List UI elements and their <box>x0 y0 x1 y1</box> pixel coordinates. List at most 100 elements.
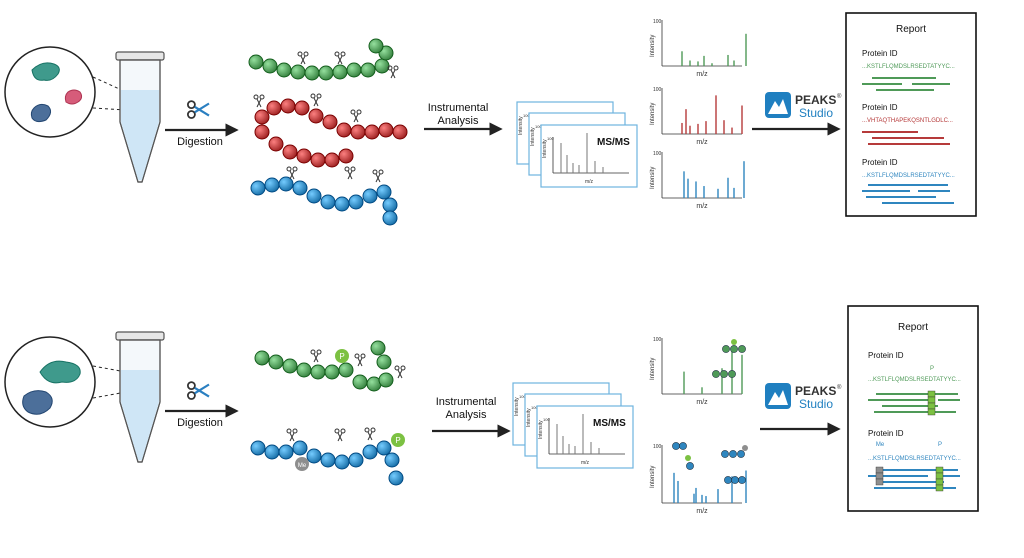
scissors-blade <box>194 105 210 117</box>
tube-outline <box>119 59 161 183</box>
scissors-handle <box>292 166 298 172</box>
amino-acid-bead <box>382 210 398 226</box>
y-tick-label: 100 <box>531 405 538 410</box>
scissors-blade <box>347 170 353 180</box>
scissors-handle <box>400 365 406 371</box>
amino-acid-bead <box>306 188 322 204</box>
top-microcentrifuge-tube-icon <box>115 51 165 183</box>
cut-site-scissors-icon <box>253 94 265 108</box>
fragment-bead <box>737 450 745 458</box>
phospho-site-box <box>935 478 944 486</box>
fragment-bead <box>672 442 680 450</box>
scissors-handle <box>344 166 350 172</box>
protein-blob-icon <box>64 89 83 105</box>
top-green-peptide-chain <box>248 38 399 81</box>
report-mod-marker: P <box>938 442 942 448</box>
y-axis-label: Intensity <box>518 116 524 135</box>
x-axis-label: m/z <box>696 399 708 406</box>
amino-acid-bead <box>376 184 392 200</box>
y-tick-label: 100 <box>653 19 662 25</box>
x-axis-label: m/z <box>696 508 708 515</box>
y-tick-label: 100 <box>547 136 554 141</box>
amino-acid-bead <box>362 444 378 460</box>
cut-site-scissors-icon <box>334 51 346 65</box>
y-tick-label: 100 <box>519 394 526 399</box>
report-sequence: ...VHTAQTHAPEKQSNTLGDLC... <box>862 118 953 124</box>
scissors-handle <box>364 427 370 433</box>
methylation-label: Me <box>298 463 307 469</box>
amino-acid-bead <box>334 454 350 470</box>
y-axis-label: Intensity <box>650 358 656 380</box>
scissors-handle <box>286 166 292 172</box>
msms-label: MS/MS <box>597 137 630 148</box>
scissors-handle <box>310 349 316 355</box>
fragment-bead <box>730 345 738 353</box>
report-frame <box>847 305 979 512</box>
scissors-handle <box>253 94 259 100</box>
report-protein-id-label: Protein ID <box>862 158 898 167</box>
report-protein-id-label: Protein ID <box>868 429 904 438</box>
amino-acid-bead <box>368 38 384 54</box>
amino-acid-bead <box>310 364 326 380</box>
amino-acid-bead <box>278 444 294 460</box>
amino-acid-bead <box>292 440 308 456</box>
peaks-logo-mountain <box>768 390 788 405</box>
report-protein-id-label: Protein ID <box>862 49 898 58</box>
phospho-site-box <box>935 484 944 492</box>
instrumental-label-line: Analysis <box>438 115 479 127</box>
amino-acid-bead <box>376 354 392 370</box>
top-msms-spectrum-stack: Intensity100Intensity100Intensity100m/zM… <box>516 101 638 188</box>
bottom-microcentrifuge-tube-icon <box>115 331 165 463</box>
fragment-bead <box>731 476 739 484</box>
y-tick-label: 100 <box>535 124 542 129</box>
report-frame <box>845 12 977 217</box>
scissors-blade <box>256 98 262 108</box>
x-axis-label: m/z <box>585 179 594 185</box>
amino-acid-bead <box>290 64 306 80</box>
scissors-handle <box>316 93 322 99</box>
y-axis-label: Intensity <box>526 408 532 427</box>
phospho-site-box <box>935 466 944 474</box>
scissors-handle <box>316 349 322 355</box>
scissors-blade <box>397 369 403 379</box>
amino-acid-bead <box>378 122 394 138</box>
report-title: Report <box>898 322 928 333</box>
amino-acid-bead <box>278 176 294 192</box>
amino-acid-bead <box>282 144 298 160</box>
y-axis-label: Intensity <box>650 167 656 189</box>
amino-acid-bead <box>264 177 280 193</box>
peaks-logo-mark <box>765 92 791 118</box>
amino-acid-bead <box>320 194 336 210</box>
bottom-green-peptide-chain <box>254 340 406 392</box>
report-title: Report <box>896 24 926 35</box>
amino-acid-bead <box>296 362 312 378</box>
phospho-site-box <box>935 472 944 480</box>
tube-liquid <box>121 370 159 460</box>
spectrum-card-frame <box>540 124 638 188</box>
report-sequence: ...KSTLFLQMDSLRSEDTATYYC... <box>868 377 961 383</box>
amino-acid-bead <box>376 440 392 456</box>
tube-cap <box>115 331 165 341</box>
x-axis-label: m/z <box>696 203 708 210</box>
bottom-digestion-scissors-icon <box>186 381 210 400</box>
y-axis-label: Intensity <box>650 466 656 488</box>
scissors-blade <box>357 357 363 367</box>
amino-acid-bead <box>250 440 266 456</box>
amino-acid-bead <box>324 364 340 380</box>
scissors-handle <box>186 100 196 110</box>
scissors-blade <box>194 383 210 395</box>
amino-acid-bead <box>322 114 338 130</box>
y-axis-label: Intensity <box>538 420 544 439</box>
cut-site-scissors-icon <box>297 51 309 65</box>
cut-site-scissors-icon <box>364 427 376 441</box>
scissors-handle <box>186 391 196 400</box>
y-axis-label: Intensity <box>514 397 520 416</box>
amino-acid-bead <box>318 65 334 81</box>
amino-acid-bead <box>362 188 378 204</box>
